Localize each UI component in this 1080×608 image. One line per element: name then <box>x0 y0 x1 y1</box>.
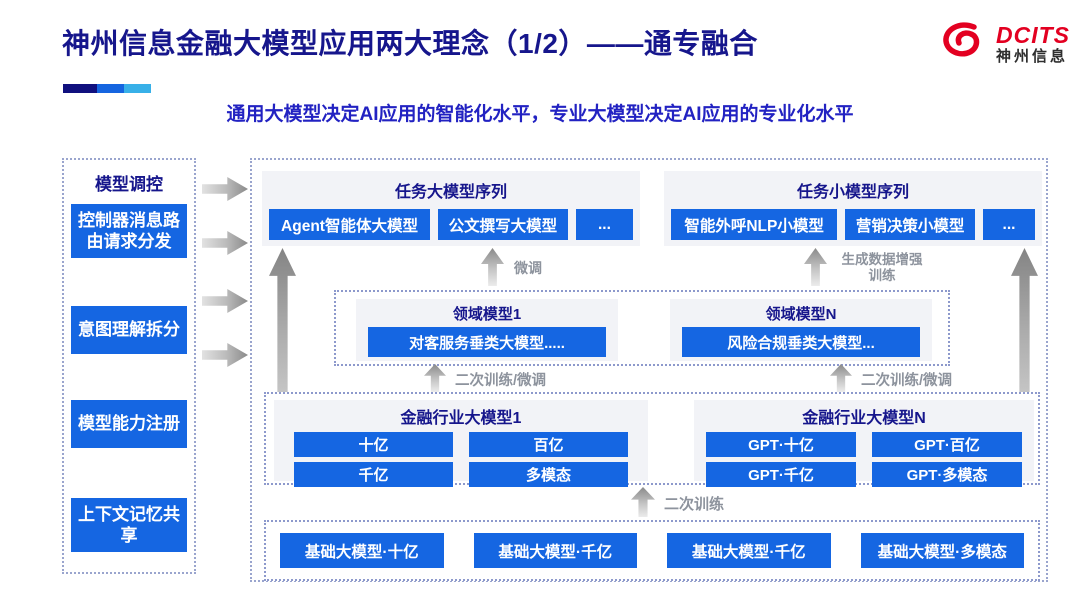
node-scale: GPT·千亿 <box>706 462 856 487</box>
sidebar-item-context: 上下文记忆共享 <box>71 498 187 552</box>
dcits-swirl-icon <box>941 20 989 67</box>
node-scale: GPT·十亿 <box>706 432 856 457</box>
sidebar-item-router: 控制器消息路由请求分发 <box>71 204 187 258</box>
sidebar-title: 模型调控 <box>95 175 163 194</box>
group-title: 领域模型1 <box>452 306 522 323</box>
industry-model-container: 金融行业大模型1 十亿 百亿 千亿 多模态 金融行业大模型N GPT·十亿 GP… <box>264 392 1040 487</box>
arrow-up-finetune-icon <box>481 248 504 286</box>
group-title: 金融行业大模型N <box>802 410 926 427</box>
sidebar-item-register: 模型能力注册 <box>71 400 187 448</box>
node-scale: 百亿 <box>469 432 628 457</box>
node-base-model: 基础大模型·多模态 <box>860 533 1024 568</box>
sidebar-item-intent: 意图理解拆分 <box>71 306 187 354</box>
slide-subtitle: 通用大模型决定AI应用的智能化水平，专业大模型决定AI应用的专业化水平 <box>226 104 854 125</box>
group-title: 任务大模型序列 <box>394 184 507 201</box>
logo-brand-text: DCITS <box>996 21 1070 48</box>
node-base-model: 基础大模型·十亿 <box>280 533 444 568</box>
accent-segment <box>124 84 151 93</box>
title-accent-bar <box>63 84 151 93</box>
accent-segment <box>63 84 97 93</box>
base-model-container: 基础大模型·十亿 基础大模型·千亿 基础大模型·千亿 基础大模型·多模态 <box>264 520 1040 581</box>
node-doc-model: 公文撰写大模型 <box>438 209 568 240</box>
task-small-model-group: 任务小模型序列 智能外呼NLP小模型 营销决策小模型 ... <box>664 171 1042 246</box>
industry-model-n-group: 金融行业大模型N GPT·十亿 GPT·百亿 GPT·千亿 GPT·多模态 <box>694 400 1034 487</box>
node-base-model: 基础大模型·千亿 <box>473 533 637 568</box>
node-scale: 十亿 <box>294 432 453 457</box>
retrain-finetune-left-label: 二次训练/微调 <box>455 373 547 389</box>
retrain-finetune-right-label: 二次训练/微调 <box>861 373 953 389</box>
accent-segment <box>97 84 124 93</box>
domain-model-1-group: 领域模型1 对客服务垂类大模型..... <box>356 299 618 361</box>
arrow-right-icon <box>202 231 248 255</box>
node-risk-compliance-model: 风险合规垂类大模型... <box>682 327 920 357</box>
node-scale: 千亿 <box>294 462 453 487</box>
domain-model-container: 领域模型1 对客服务垂类大模型..... 领域模型N 风险合规垂类大模型... <box>334 290 950 366</box>
node-marketing-model: 营销决策小模型 <box>845 209 976 240</box>
node-base-model: 基础大模型·千亿 <box>667 533 831 568</box>
node-more: ... <box>983 209 1035 240</box>
augment-train-label: 生成数据增强训练 <box>841 252 923 284</box>
arrow-right-icon <box>202 177 248 201</box>
group-title: 金融行业大模型1 <box>400 410 522 427</box>
arrow-up-retrain-base-icon <box>631 487 655 517</box>
logo-brand-cn-text: 神州信息 <box>996 47 1069 65</box>
architecture-diagram: 任务大模型序列 Agent智能体大模型 公文撰写大模型 ... 任务小模型序列 … <box>250 158 1048 582</box>
arrow-up-retrain-right-icon <box>830 364 852 392</box>
industry-model-1-group: 金融行业大模型1 十亿 百亿 千亿 多模态 <box>274 400 648 487</box>
retrain-label: 二次训练 <box>664 496 725 513</box>
arrow-up-augment-icon <box>804 248 827 286</box>
page-title: 神州信息金融大模型应用两大理念（1/2）——通专融合 <box>62 28 758 59</box>
group-title: 任务小模型序列 <box>796 184 909 201</box>
domain-model-n-group: 领域模型N 风险合规垂类大模型... <box>670 299 932 361</box>
node-agent-model: Agent智能体大模型 <box>269 209 431 240</box>
finetune-label: 微调 <box>514 260 542 276</box>
arrow-up-retrain-left-icon <box>424 364 446 392</box>
model-control-panel: 模型调控 控制器消息路由请求分发 意图理解拆分 模型能力注册 上下文记忆共享 <box>62 158 196 574</box>
node-scale: 多模态 <box>469 462 628 487</box>
node-scale: GPT·百亿 <box>872 432 1022 457</box>
arrow-right-icon <box>202 289 248 313</box>
node-scale: GPT·多模态 <box>872 462 1022 487</box>
node-more: ... <box>575 209 633 240</box>
node-nlp-callout-model: 智能外呼NLP小模型 <box>671 209 838 240</box>
node-customer-service-model: 对客服务垂类大模型..... <box>368 327 606 357</box>
dcits-logo: DCITS 神州信息 <box>941 20 1070 67</box>
group-title: 领域模型N <box>765 306 837 323</box>
arrow-right-icon <box>202 343 248 367</box>
task-large-model-group: 任务大模型序列 Agent智能体大模型 公文撰写大模型 ... <box>262 171 640 246</box>
